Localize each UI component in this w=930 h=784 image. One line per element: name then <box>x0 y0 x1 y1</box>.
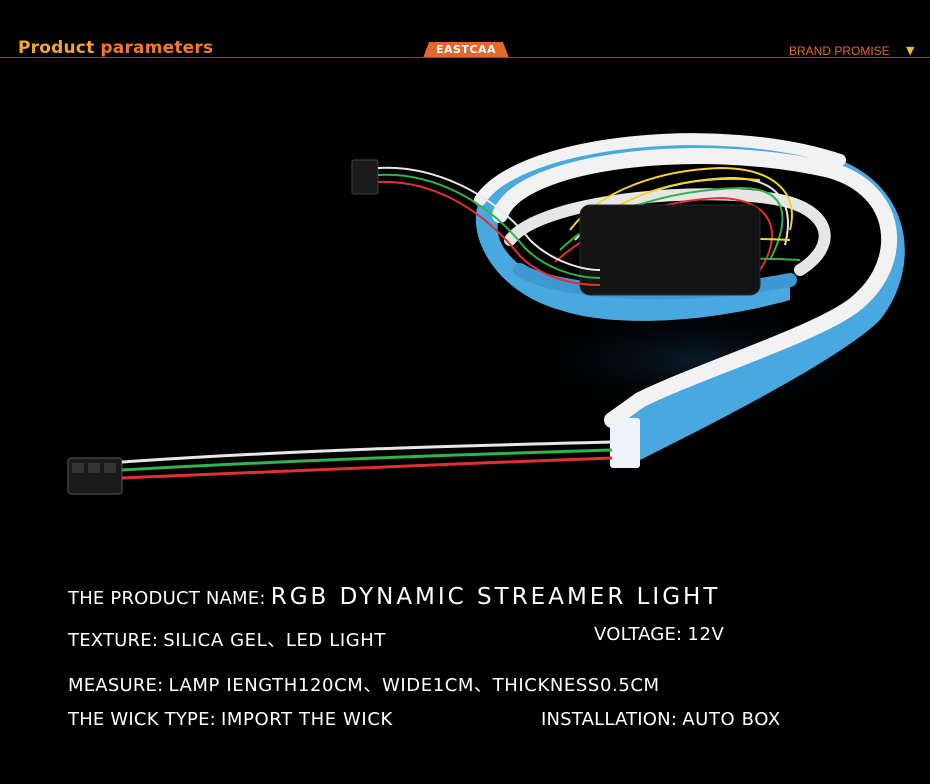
spec-label: THE PRODUCT NAME: <box>68 588 266 609</box>
control-box <box>579 204 761 296</box>
spec-label: INSTALLATION: <box>541 709 678 730</box>
spec-value: AUTO BOX <box>682 709 781 730</box>
spec-value: IMPORT THE WICK <box>221 709 393 730</box>
spec-product-name: THE PRODUCT NAME: RGB DYNAMIC STREAMER L… <box>68 584 720 610</box>
spec-label: VOLTAGE: <box>594 624 683 645</box>
spec-wick-type: THE WICK TYPE: IMPORT THE WICK <box>68 709 393 730</box>
light-strip <box>474 133 905 468</box>
strip-end-cap <box>610 418 640 468</box>
product-image <box>67 133 905 495</box>
title-word-product: Product <box>18 38 95 58</box>
strip-inner-loop <box>504 188 831 276</box>
brand-tab[interactable]: EASTCAA <box>423 42 509 58</box>
strip-white-edge-outer <box>474 133 846 206</box>
spec-installation: INSTALLATION: AUTO BOX <box>541 709 781 730</box>
spec-label: TEXTURE: <box>68 630 159 651</box>
strip-white-edge <box>492 148 898 428</box>
spec-label: MEASURE: <box>68 675 164 696</box>
spec-value: SILICA GEL、LED LIGHT <box>163 630 387 651</box>
spec-voltage: VOLTAGE: 12V <box>594 624 724 645</box>
brand-promise-link[interactable]: BRAND PROMISE <box>789 44 890 58</box>
spec-texture: TEXTURE: SILICA GEL、LED LIGHT <box>68 626 386 652</box>
spec-value: RGB DYNAMIC STREAMER LIGHT <box>270 584 721 610</box>
spec-value: 12V <box>687 624 725 645</box>
spec-value: LAMP IENGTH120CM、WIDE1CM、THICKNESS0.5CM <box>168 675 660 696</box>
spec-measure: MEASURE: LAMP IENGTH120CM、WIDE1CM、THICKN… <box>68 671 660 697</box>
triangle-down-icon[interactable]: ▼ <box>906 44 915 57</box>
strip-blue-body <box>475 139 905 465</box>
spec-label: THE WICK TYPE: <box>68 709 216 730</box>
title-word-parameters: parameters <box>100 38 214 58</box>
bottom-connector <box>67 440 613 495</box>
header-divider <box>0 57 930 58</box>
top-connector <box>351 159 601 286</box>
